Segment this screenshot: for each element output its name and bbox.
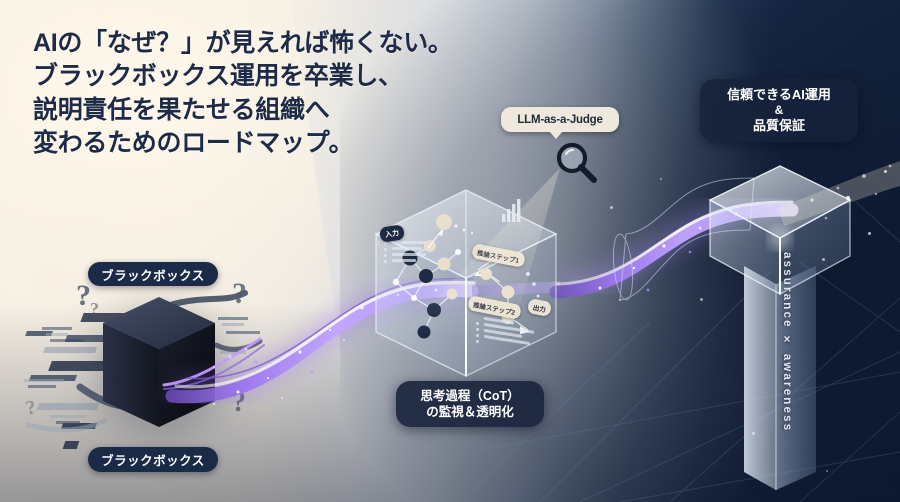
page-title: AIの「なぜ？」が見えれば怖くない。 ブラックボックス運用を卒業し、 説明責任を… <box>33 27 463 160</box>
sparkle <box>884 170 887 173</box>
headline-line-4: 変わるためのロードマップ。 <box>33 128 354 157</box>
cot-line-1: 思考過程（CoT） <box>420 388 520 403</box>
sparkle <box>826 470 828 472</box>
callout-llm-as-a-judge: LLM-as-a-Judge <box>501 107 619 139</box>
data-fragment <box>42 327 72 330</box>
sparkle <box>610 206 613 209</box>
assurance-pillar: assurance × awareness <box>704 160 900 502</box>
cot-line-2: の監視＆透明化 <box>426 405 514 419</box>
headline-line-3: 説明責任を果たせる組織へ <box>33 95 330 124</box>
question-mark-icon: ? <box>76 279 91 312</box>
trust-line-1: 信頼できるAI運用 <box>727 87 831 103</box>
light-beam <box>404 168 560 340</box>
question-mark-icon: ? <box>232 277 247 310</box>
label-blackbox-top: ブラックボックス <box>88 262 218 286</box>
data-fragment <box>50 415 86 418</box>
doc-bullets <box>384 242 387 266</box>
sparkle <box>700 298 703 301</box>
sparkle <box>846 196 850 200</box>
bar-chart-icon <box>502 199 521 222</box>
sparkle <box>822 258 825 261</box>
doc-lines <box>392 241 426 265</box>
perspective-grid <box>470 202 900 502</box>
data-fragment <box>24 379 64 382</box>
headline-line-1: AIの「なぜ？」が見えれば怖くない。 <box>33 29 453 57</box>
headline-line-2: ブラックボックス運用を卒業し、 <box>33 62 403 91</box>
trust-ampersand: & <box>774 103 784 118</box>
question-mark-icon: ? <box>90 299 99 319</box>
blackbox-illustration: ? ? ? ? ? <box>20 275 270 465</box>
purple-glint <box>162 337 265 390</box>
label-blackbox-bottom: ブラックボックス <box>88 447 218 472</box>
data-fragment <box>56 421 80 424</box>
badge-trusted-ai: 信頼できるAI運用 & 品質保証 <box>700 79 858 142</box>
data-fragment <box>46 333 68 336</box>
trust-line-2: 品質保証 <box>752 117 805 133</box>
sparkle <box>868 232 871 235</box>
sparkle <box>660 178 662 180</box>
label-cot-monitoring: 思考過程（CoT） の監視＆透明化 <box>396 381 544 427</box>
data-fragment <box>28 385 56 388</box>
magnifier-icon <box>556 142 597 183</box>
pillar-vertical-text: assurance × awareness <box>781 252 793 433</box>
data-fragment <box>50 339 84 342</box>
light-stream <box>778 160 900 226</box>
sparkle <box>752 432 755 435</box>
